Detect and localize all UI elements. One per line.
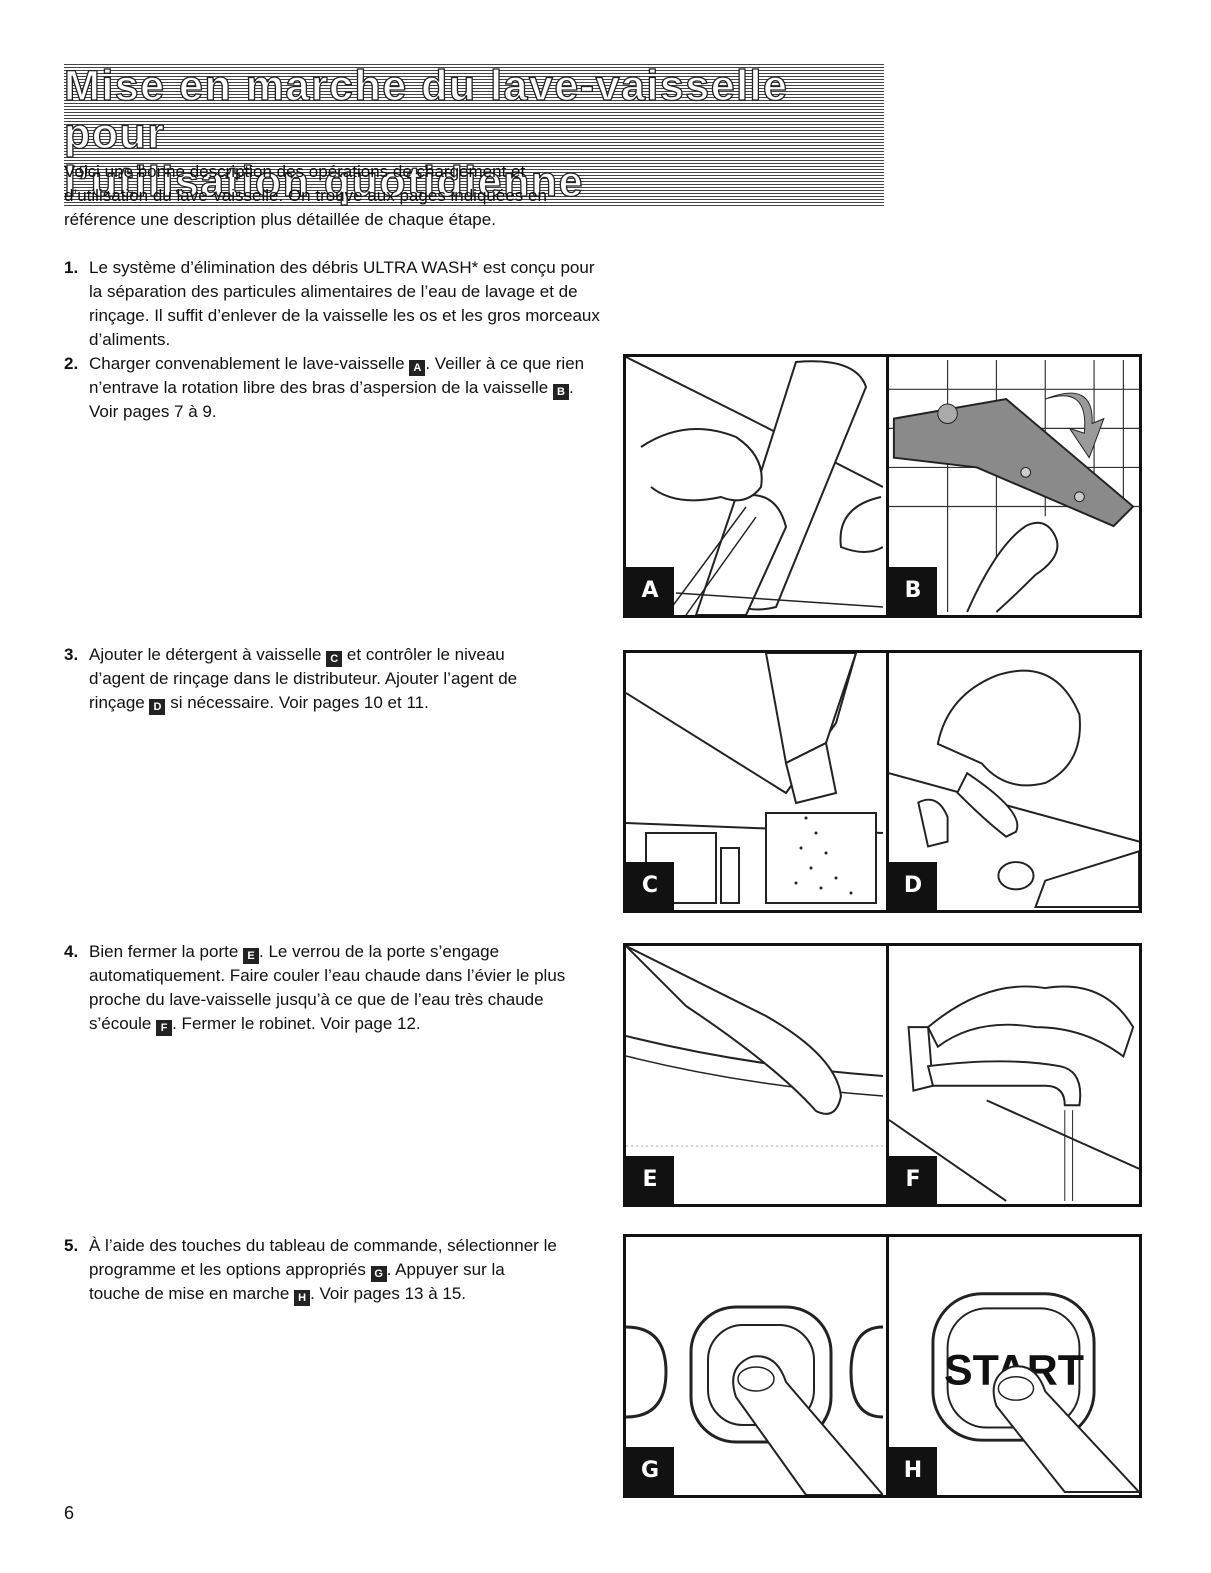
- running-hot-water-illustration: [889, 985, 1139, 1202]
- figure-a: A: [626, 357, 883, 615]
- figure-label-f: F: [889, 1156, 937, 1204]
- figure-ref-badge: C: [326, 651, 343, 667]
- figure-ref-badge: E: [243, 948, 260, 964]
- figure-ref-badge: A: [409, 360, 426, 376]
- closing-door-illustration: [626, 946, 883, 1147]
- step-1: 1. Le système d’élimination des débris U…: [64, 256, 604, 352]
- step-text: Le système d’élimination des débris ULTR…: [89, 258, 600, 349]
- figure-g: G: [626, 1237, 883, 1495]
- figure-label-d: D: [889, 862, 937, 910]
- step-text: Ajouter le détergent à vaisselle C et co…: [89, 645, 518, 715]
- figure-label-e: E: [626, 1156, 674, 1204]
- figure-e: E: [626, 946, 883, 1204]
- step-3: 3. Ajouter le détergent à vaisselle C et…: [64, 643, 604, 715]
- figure-ref-badge: B: [552, 384, 569, 400]
- page-title-line-2: l’utilisation quotidienne: [63, 157, 884, 207]
- figure-f: F: [886, 946, 1139, 1204]
- step-5: 5. À l’aide des touches du tableau de co…: [64, 1234, 604, 1306]
- figure-label-c: C: [626, 862, 674, 910]
- figure-label-b: B: [889, 567, 937, 615]
- adding-detergent-illustration: [626, 653, 883, 904]
- step-number: 1.: [64, 258, 79, 277]
- figure-b: B: [886, 357, 1139, 615]
- illustration-panel-cd: C D: [623, 650, 1142, 913]
- step-number: 5.: [64, 1236, 79, 1255]
- step-number: 3.: [64, 645, 79, 664]
- figure-label-g: G: [626, 1447, 674, 1495]
- spray-arm-illustration: [889, 360, 1139, 613]
- figure-ref-badge: H: [294, 1290, 311, 1306]
- page-number: 6: [64, 1503, 75, 1523]
- figure-label-a: A: [626, 567, 674, 615]
- figure-ref-badge: D: [149, 699, 166, 715]
- figure-label-h: H: [889, 1447, 937, 1495]
- figure-h: START H: [886, 1237, 1139, 1495]
- step-number: 4.: [64, 942, 79, 961]
- figure-ref-badge: G: [370, 1266, 387, 1282]
- page-title: Mise en marche du lave-vaisselle pour l’…: [63, 61, 884, 207]
- loading-dishes-illustration: [626, 357, 883, 615]
- figure-c: C: [626, 653, 883, 910]
- illustration-panel-gh: G START H: [623, 1234, 1142, 1498]
- illustration-panel-ef: E F: [623, 943, 1142, 1207]
- illustration-panel-ab: A B: [623, 354, 1142, 618]
- adding-rinse-agent-illustration: [889, 669, 1139, 908]
- step-text: Bien fermer la porte E. Le verrou de la …: [89, 942, 566, 1036]
- selecting-cycle-illustration: [626, 1305, 883, 1495]
- step-text: Charger convenablement le lave-vaisselle…: [89, 354, 585, 421]
- step-2: 2. Charger convenablement le lave-vaisse…: [64, 352, 604, 424]
- start-button-illustration: START: [931, 1292, 1139, 1493]
- intro-paragraph: Voici une bonne description des opératio…: [64, 162, 547, 229]
- figure-ref-badge: F: [156, 1020, 173, 1036]
- page-title-line-1: Mise en marche du lave-vaisselle pour: [63, 61, 884, 159]
- step-number: 2.: [64, 354, 79, 373]
- step-text: À l’aide des touches du tableau de comma…: [89, 1236, 557, 1306]
- figure-d: D: [886, 653, 1139, 910]
- step-4: 4. Bien fermer la porte E. Le verrou de …: [64, 940, 604, 1036]
